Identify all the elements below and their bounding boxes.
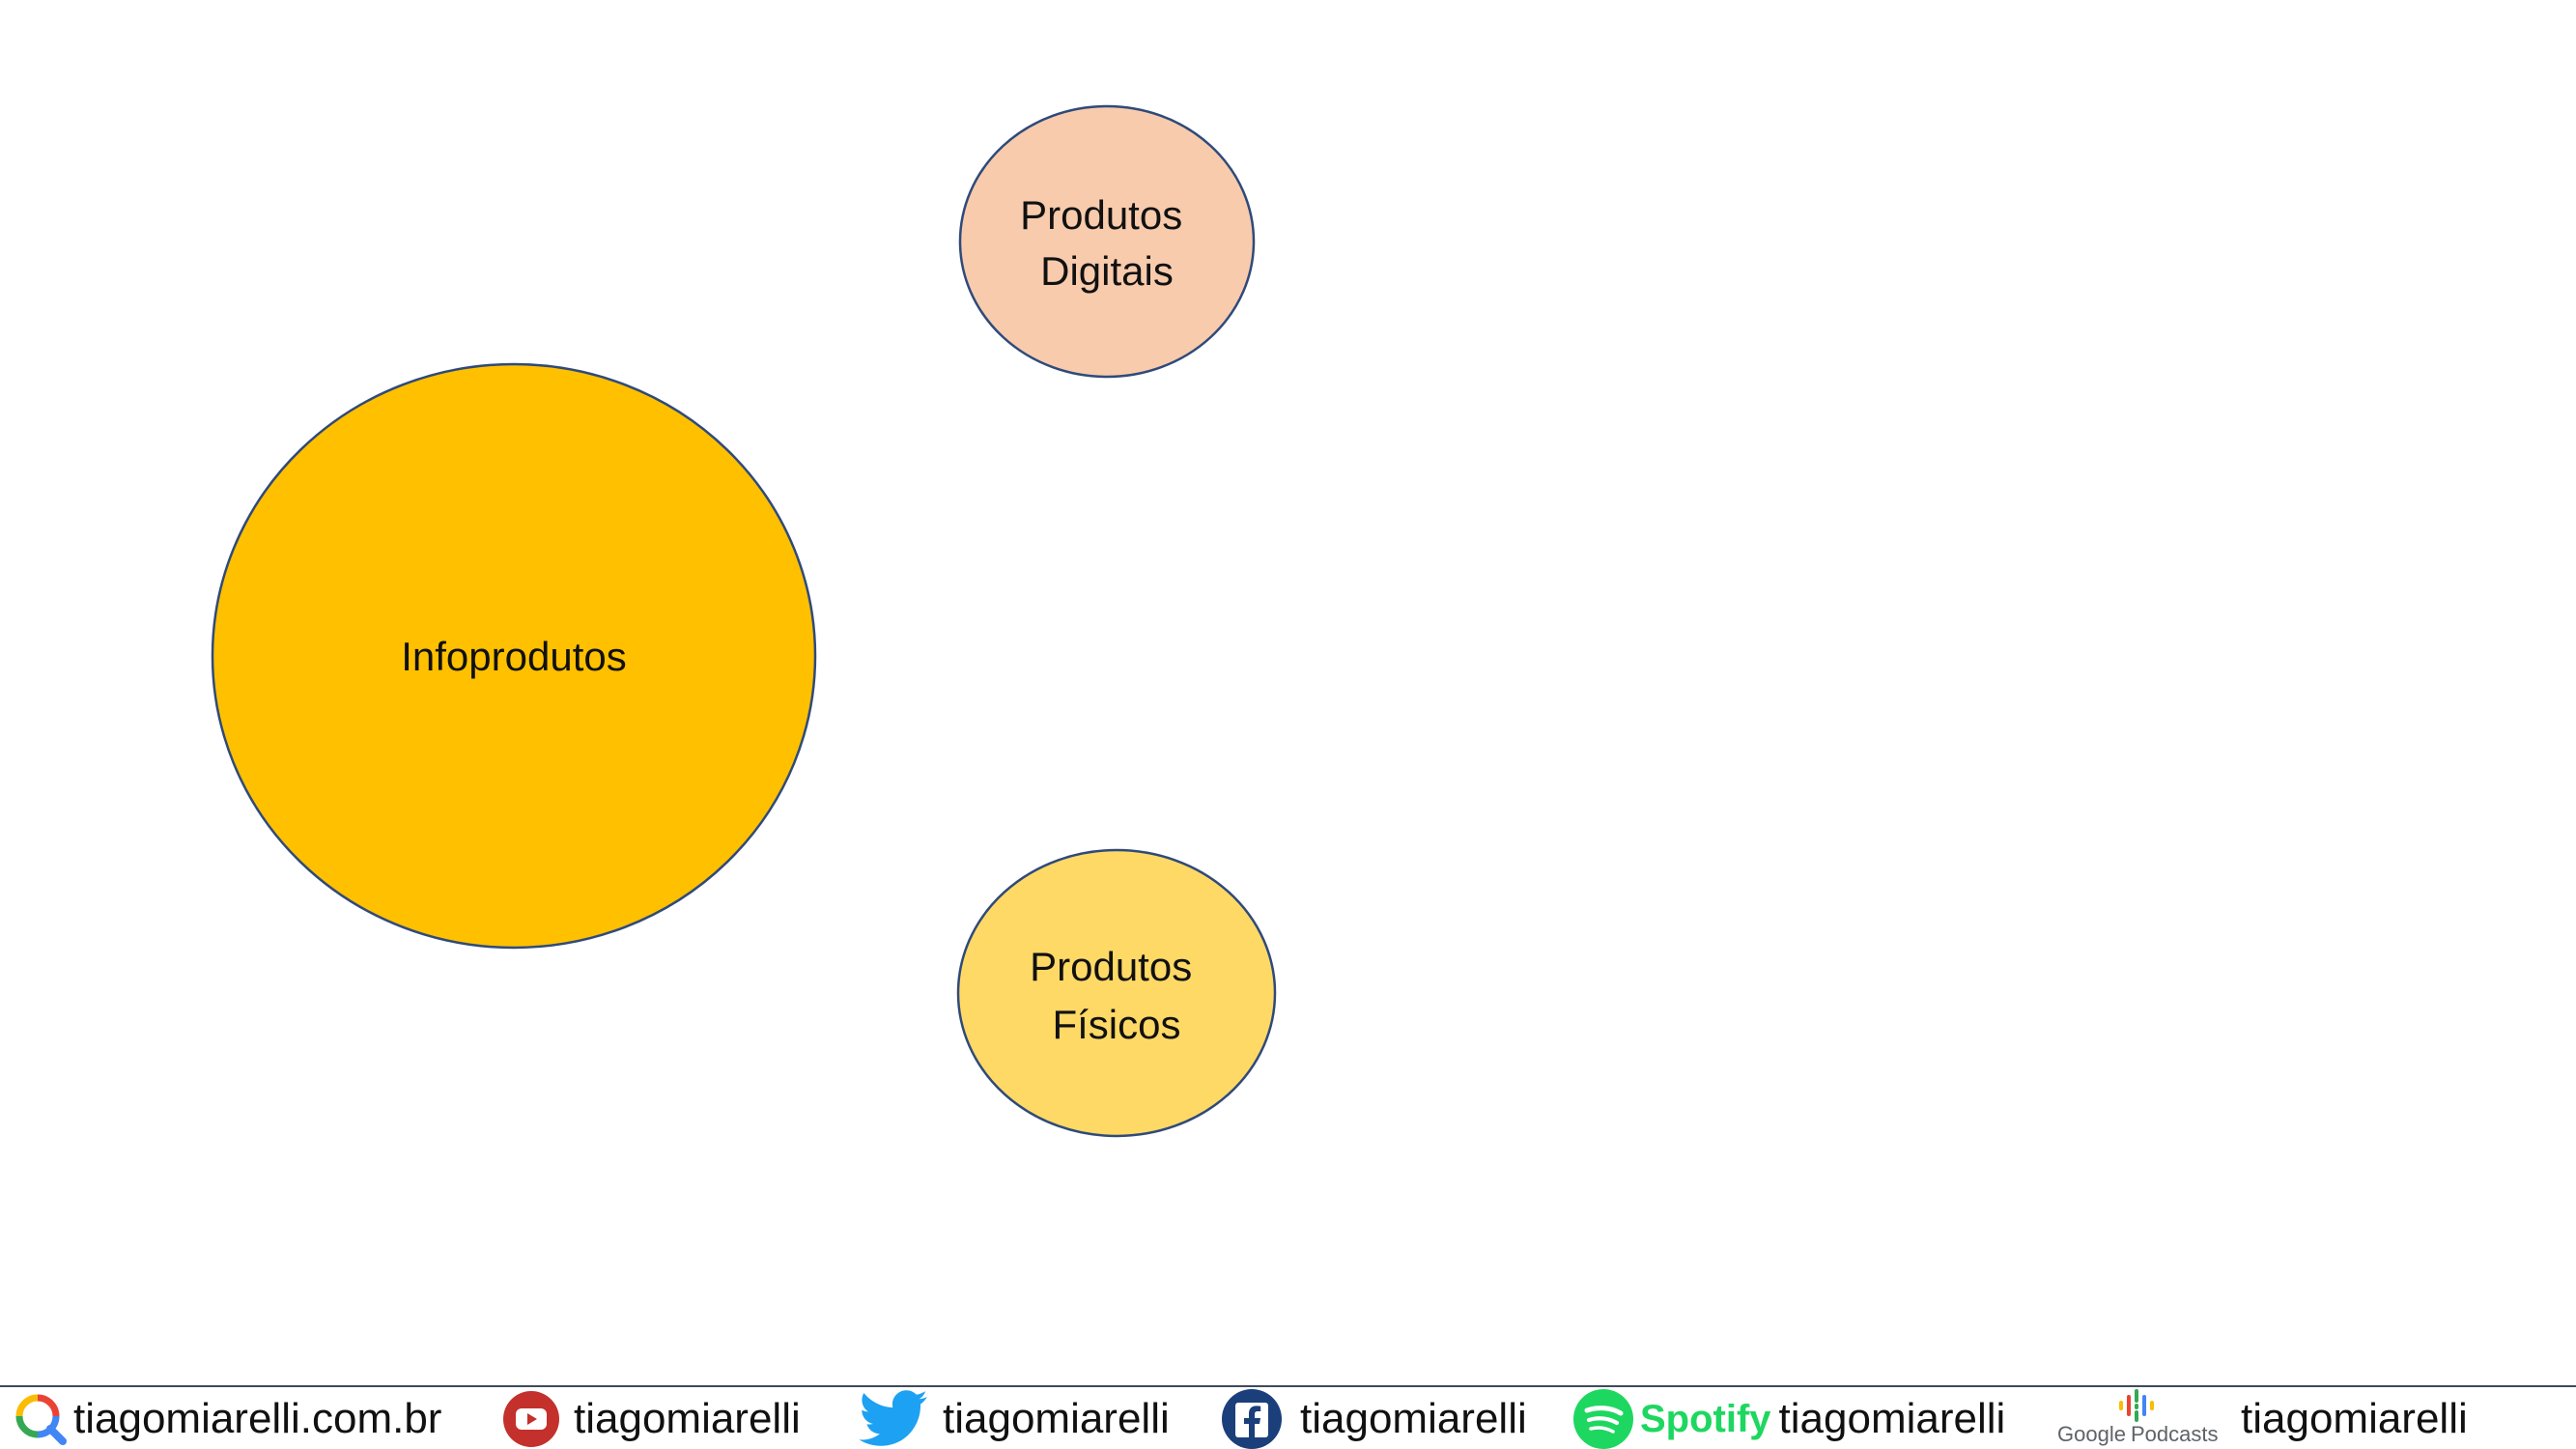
google-podcasts-icon (2117, 1389, 2156, 1422)
google-podcasts-text: tiagomiarelli (2241, 1395, 2468, 1442)
node-produtos-fisicos: Produtos Físicos (956, 848, 1277, 1138)
produtos-digitais-label-line-2: Digitais (1040, 248, 1174, 294)
infoprodutos-label: Infoprodutos (401, 634, 627, 679)
footer-website[interactable]: tiagomiarelli.com.br (14, 1389, 441, 1449)
footer-twitter[interactable]: tiagomiarelli (858, 1389, 1170, 1449)
twitter-text: tiagomiarelli (943, 1395, 1170, 1442)
node-infoprodutos: Infoprodutos (211, 362, 817, 950)
produtos-digitais-label: Produtos Digitais (1020, 192, 1194, 294)
footer-youtube[interactable]: tiagomiarelli (502, 1389, 801, 1449)
footer-facebook[interactable]: tiagomiarelli (1221, 1389, 1527, 1449)
produtos-fisicos-label-line-1: Produtos (1030, 944, 1192, 989)
footer-spotify[interactable]: Spotify tiagomiarelli (1572, 1389, 2005, 1449)
produtos-fisicos-circle (956, 848, 1277, 1138)
website-text: tiagomiarelli.com.br (73, 1395, 442, 1442)
infoprodutos-circle (211, 362, 817, 950)
facebook-text: tiagomiarelli (1300, 1395, 1527, 1442)
produtos-fisicos-label: Produtos Físicos (1030, 944, 1203, 1047)
google-podcasts-wordmark: Google Podcasts (2057, 1422, 2218, 1447)
youtube-icon (502, 1390, 560, 1448)
footer-divider (0, 1385, 2576, 1387)
footer-google-podcasts[interactable]: Google Podcasts tiagomiarelli (2057, 1389, 2468, 1449)
facebook-icon (1221, 1388, 1283, 1449)
search-icon (14, 1392, 68, 1446)
google-podcasts-logo: Google Podcasts (2057, 1389, 2223, 1449)
diagram-canvas: Infoprodutos Produtos Digitais Produtos … (211, 104, 1277, 1138)
spotify-icon (1572, 1388, 1634, 1449)
youtube-text: tiagomiarelli (574, 1395, 801, 1442)
twitter-icon (858, 1389, 931, 1449)
spotify-brand: Spotify (1640, 1397, 1771, 1440)
google-podcasts-brand-google: Google (2057, 1422, 2126, 1446)
node-produtos-digitais: Produtos Digitais (958, 104, 1256, 379)
google-podcasts-brand-podcasts: Podcasts (2130, 1422, 2219, 1446)
produtos-fisicos-label-line-2: Físicos (1052, 1002, 1180, 1047)
footer-social-bar: tiagomiarelli.com.br tiagomiarelli tiago… (0, 1389, 2576, 1449)
produtos-digitais-label-line-1: Produtos (1020, 192, 1182, 238)
infoprodutos-label-line-1: Infoprodutos (401, 634, 627, 679)
spotify-text: tiagomiarelli (1778, 1395, 2006, 1442)
produtos-digitais-circle (958, 104, 1256, 379)
